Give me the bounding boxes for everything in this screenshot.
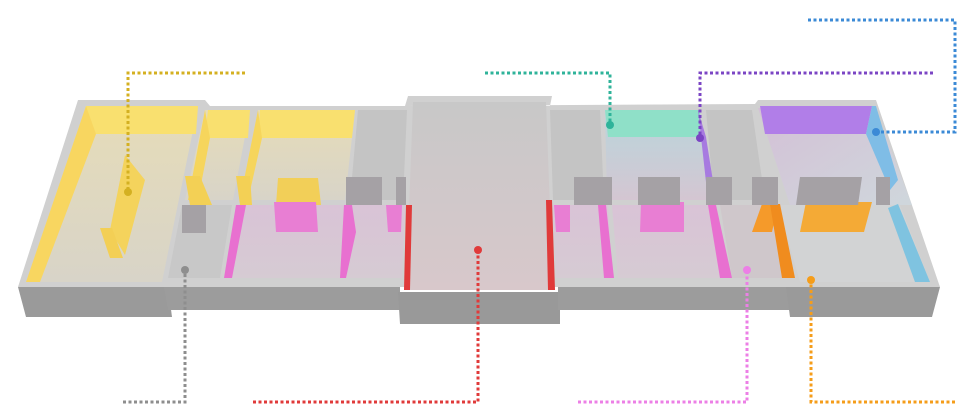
leader-dot-teal	[606, 121, 614, 129]
room-red-central	[406, 102, 553, 290]
leader-dot-purple	[696, 134, 704, 142]
callout-leaders	[123, 18, 957, 404]
leader-dot-pink	[743, 266, 751, 274]
building-base	[18, 282, 940, 324]
room-yellow-large	[26, 106, 198, 282]
leader-dot-red	[474, 246, 482, 254]
leader-dot-yellow	[124, 188, 132, 196]
leader-line-teal	[485, 71, 612, 125]
leader-line-red	[253, 250, 480, 404]
leader-dot-orange	[807, 276, 815, 284]
leader-line-gray	[123, 270, 187, 404]
leader-dot-blue	[872, 128, 880, 136]
leader-dot-gray	[181, 266, 189, 274]
leader-line-orange	[809, 280, 955, 404]
leader-line-blue	[808, 18, 957, 134]
leader-line-yellow	[126, 71, 245, 192]
leader-line-pink	[578, 270, 749, 404]
gray-partitions	[182, 177, 890, 233]
colored-walls	[26, 106, 930, 290]
leader-line-purple	[698, 71, 933, 138]
